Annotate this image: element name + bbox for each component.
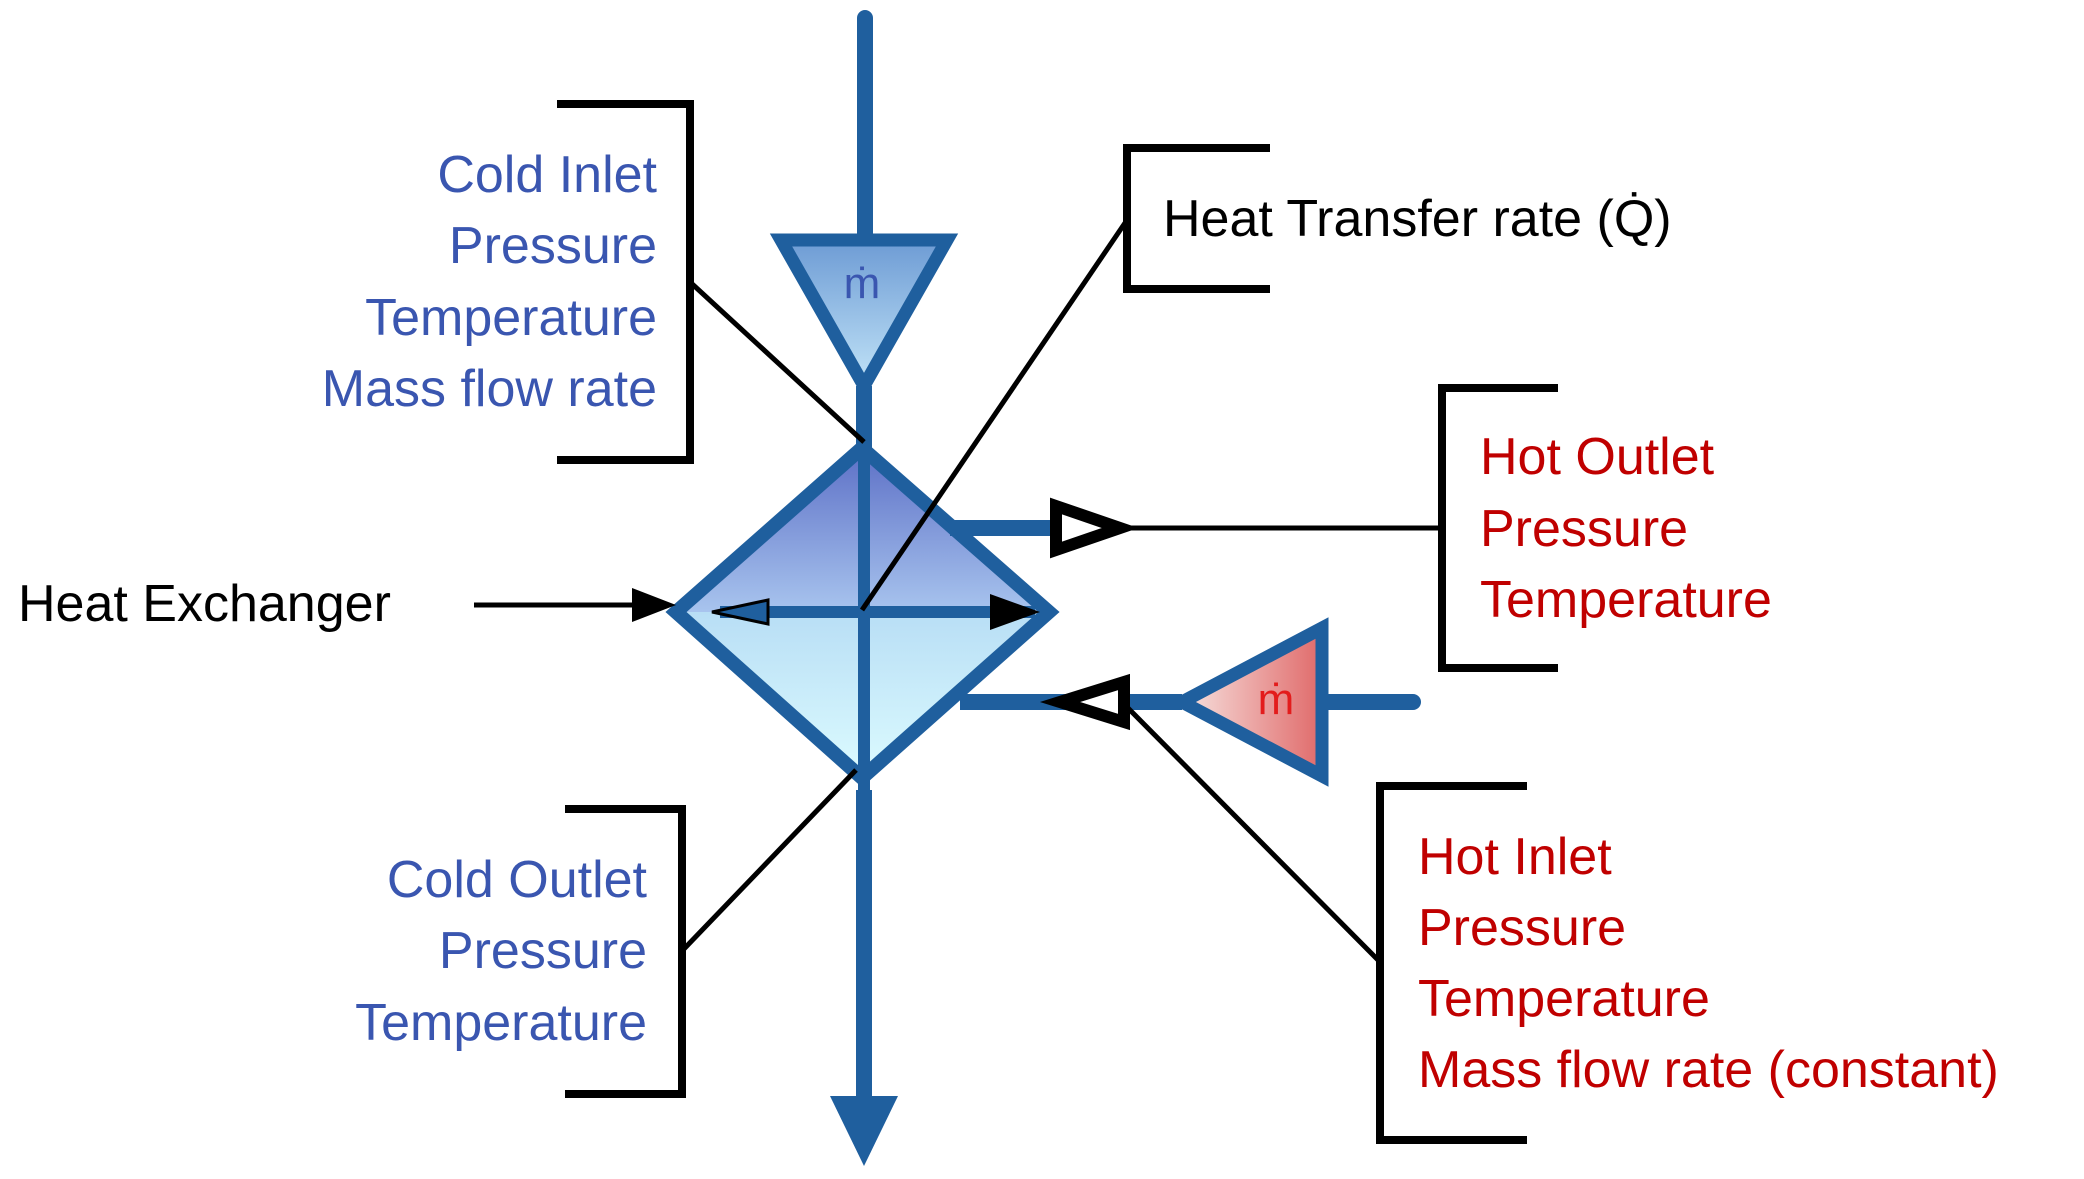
cold-inlet-label: Cold Inlet Pressure Temperature Mass flo…: [322, 146, 658, 418]
internal-arrow-left-icon: [711, 598, 770, 626]
hot-inlet-mass-flow: Mass flow rate (constant): [1418, 1041, 1999, 1099]
heat-exchanger-arrow-icon: [632, 588, 676, 622]
cold-outlet-leader: [680, 768, 858, 953]
hot-inlet-temperature: Temperature: [1418, 970, 1710, 1028]
hot-inlet-arrow-icon: [1039, 673, 1130, 731]
cold-outlet-title: Cold Outlet: [387, 851, 648, 909]
cold-outlet-pressure: Pressure: [439, 922, 647, 980]
heat-exchanger-label: Heat Exchanger: [18, 575, 391, 633]
internal-arrow-right-icon: [990, 594, 1040, 630]
hot-outlet-bracket: [1438, 384, 1558, 672]
hot-inlet-label: Hot Inlet Pressure Temperature Mass flow…: [1418, 828, 1999, 1099]
heat-transfer-label: Heat Transfer rate (Q̇): [1163, 190, 1672, 248]
hot-outlet-pressure: Pressure: [1480, 500, 1688, 558]
hot-inlet-bracket: [1376, 782, 1527, 1144]
heat-transfer-bracket: [1123, 144, 1270, 293]
triangle-down-icon: [769, 233, 959, 400]
hot-outlet-temperature: Temperature: [1480, 571, 1772, 629]
heat-transfer-leader: [859, 218, 1130, 612]
hot-inlet-title: Hot Inlet: [1418, 828, 1612, 886]
cold-inlet-mass-flow: Mass flow rate: [322, 360, 657, 418]
hot-inlet-stream: ṁ: [960, 617, 1421, 787]
cold-outlet-label: Cold Outlet Pressure Temperature: [355, 851, 647, 1052]
hot-mass-flow-symbol: ṁ: [1258, 675, 1295, 724]
hot-outlet-title: Hot Outlet: [1480, 428, 1715, 486]
cold-inlet-temperature: Temperature: [365, 289, 657, 347]
cold-outlet-arrow-icon: [830, 1096, 898, 1166]
cold-inlet-pressure: Pressure: [449, 217, 657, 275]
cold-mass-flow-symbol: ṁ: [844, 259, 881, 308]
hot-inlet-pressure: Pressure: [1418, 899, 1626, 957]
cold-outlet-bracket: [565, 805, 686, 1098]
hot-outlet-label: Hot Outlet Pressure Temperature: [1480, 428, 1772, 629]
hot-outlet-stream: [950, 497, 1442, 559]
cold-inlet-leader: [688, 280, 866, 444]
cold-stream: ṁ: [769, 10, 959, 1166]
hot-outlet-arrow-icon: [1050, 497, 1139, 559]
triangle-left-icon: [1168, 617, 1329, 787]
hot-inlet-leader: [1122, 702, 1382, 964]
cold-inlet-title: Cold Inlet: [437, 146, 657, 204]
cold-outlet-temperature: Temperature: [355, 994, 647, 1052]
